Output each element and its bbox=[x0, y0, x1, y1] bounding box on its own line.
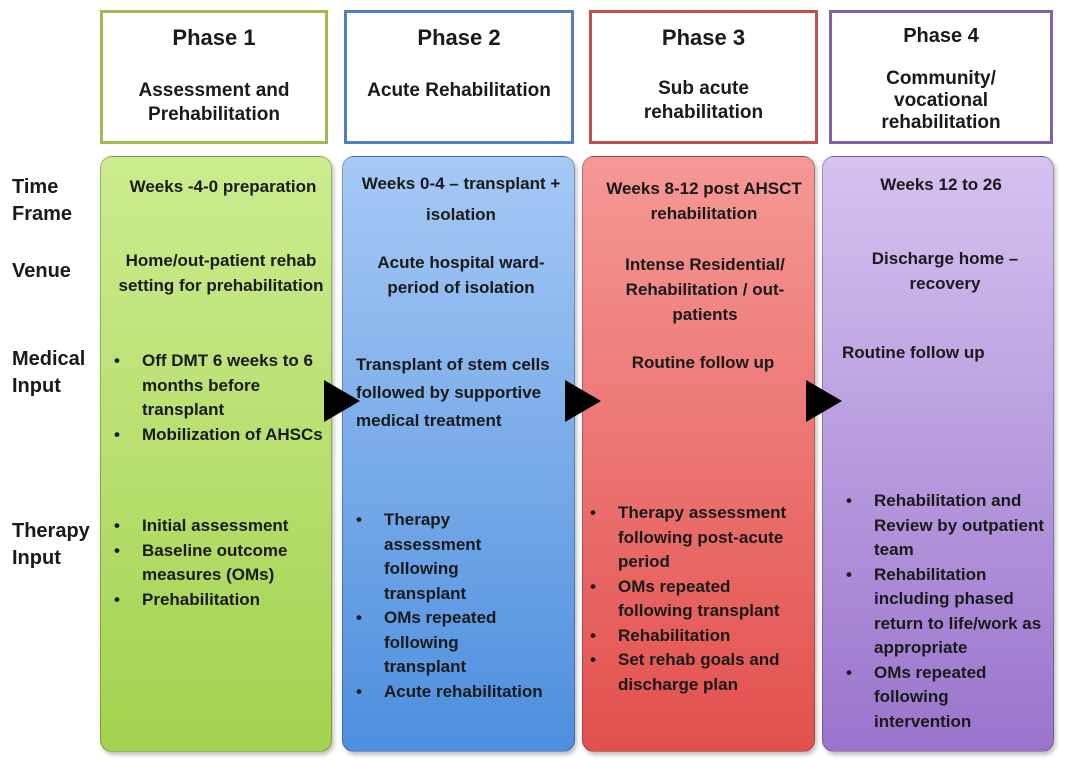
phase-4-title: Phase 4 bbox=[903, 25, 979, 47]
phase-2-subtitle: Acute Rehabilitation bbox=[367, 80, 551, 101]
list-item: Prehabilitation bbox=[110, 588, 320, 613]
phase-3-header: Phase 3 Sub acute rehabilitation bbox=[589, 10, 818, 144]
phase-4-medical-input: Routine follow up bbox=[842, 343, 985, 362]
list-item: Therapy assessment following post-acute … bbox=[586, 501, 808, 575]
phase-1-subtitle: Assessment and Prehabilitation bbox=[138, 80, 290, 125]
list-item: Mobilization of AHSCs bbox=[110, 423, 330, 448]
phase-4-header: Phase 4 Community/ vocational rehabilita… bbox=[829, 10, 1053, 144]
phase-1-time-frame: Weeks -4-0 preparation bbox=[129, 177, 317, 196]
phase-2-therapy-list: Therapy assessment following transplant … bbox=[352, 508, 574, 704]
phase-3-therapy-list: Therapy assessment following post-acute … bbox=[586, 501, 808, 697]
phase-1-medical-list: Off DMT 6 weeks to 6 months before trans… bbox=[110, 349, 330, 447]
phase-2-title: Phase 2 bbox=[417, 25, 501, 50]
row-label-time-frame: Time Frame bbox=[12, 176, 73, 225]
list-item: Rehabilitation and Review by outpatient … bbox=[842, 489, 1048, 563]
phase-4-subtitle: Community/ vocational rehabilitation bbox=[881, 68, 1001, 133]
phase-1-title: Phase 1 bbox=[172, 25, 256, 50]
phase-2-time-frame: Weeks 0-4 – transplant + isolation bbox=[361, 174, 561, 224]
phase-4-time-frame: Weeks 12 to 26 bbox=[880, 175, 1002, 194]
phase-4-therapy-list: Rehabilitation and Review by outpatient … bbox=[842, 489, 1048, 734]
list-item: Therapy assessment following transplant bbox=[352, 508, 574, 606]
list-item: Acute rehabilitation bbox=[352, 680, 574, 705]
phase-1-column bbox=[100, 156, 332, 752]
phase-3-venue: Intense Residential/ Rehabilitation / ou… bbox=[625, 255, 785, 324]
phase-3-medical-input: Routine follow up bbox=[631, 353, 775, 372]
list-item: OMs repeated following transplant bbox=[352, 606, 574, 680]
list-item: OMs repeated following transplant bbox=[586, 575, 808, 624]
phase-1-header: Phase 1 Assessment and Prehabilitation bbox=[100, 10, 328, 144]
arrow-right-icon bbox=[324, 380, 360, 422]
list-item: OMs repeated following intervention bbox=[842, 661, 1048, 735]
arrow-right-icon bbox=[565, 380, 601, 422]
list-item: Set rehab goals and discharge plan bbox=[586, 648, 808, 697]
list-item: Rehabilitation bbox=[586, 624, 808, 649]
phase-1-therapy-list: Initial assessment Baseline outcome meas… bbox=[110, 514, 320, 612]
list-item: Baseline outcome measures (OMs) bbox=[110, 539, 320, 588]
phase-3-subtitle: Sub acute rehabilitation bbox=[643, 78, 764, 123]
phase-2-header: Phase 2 Acute Rehabilitation bbox=[344, 10, 574, 144]
phase-2-venue: Acute hospital ward-period of isolation bbox=[377, 253, 545, 297]
phase-4-venue: Discharge home – recovery bbox=[871, 249, 1019, 293]
row-label-venue: Venue bbox=[12, 260, 71, 282]
list-item: Rehabilitation including phased return t… bbox=[842, 563, 1048, 661]
phase-2-medical-input: Transplant of stem cells followed by sup… bbox=[356, 355, 550, 430]
list-item: Off DMT 6 weeks to 6 months before trans… bbox=[110, 349, 330, 423]
phase-1-venue: Home/out-patient rehab setting for preha… bbox=[118, 251, 324, 295]
arrow-right-icon bbox=[806, 380, 842, 422]
phase-3-title: Phase 3 bbox=[661, 25, 746, 50]
row-label-medical-input: Medical Input bbox=[12, 348, 86, 397]
phase-3-time-frame: Weeks 8-12 post AHSCT rehabilitation bbox=[606, 179, 802, 223]
list-item: Initial assessment bbox=[110, 514, 320, 539]
row-label-therapy-input: Therapy Input bbox=[12, 520, 90, 569]
